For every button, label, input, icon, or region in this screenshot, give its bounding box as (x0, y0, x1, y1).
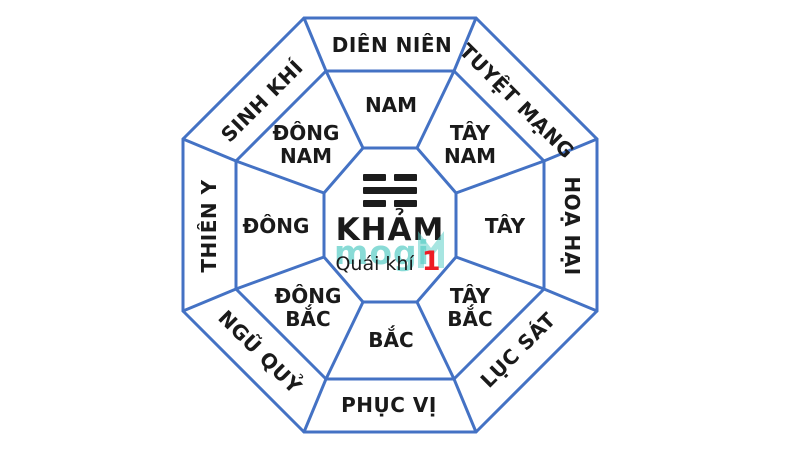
svg-text:TÂY: TÂY (450, 284, 491, 308)
inner-label-tay: TÂY (485, 214, 526, 238)
svg-text:ĐÔNG: ĐÔNG (273, 121, 340, 145)
outer-label-hoa-hai: HOẠ HẠI (560, 176, 584, 275)
svg-text:ĐÔNG: ĐÔNG (275, 284, 342, 308)
mogi-watermark-text: mogi (334, 233, 430, 272)
inner-label-dong-bac: ĐÔNG BẮC (275, 284, 342, 331)
inner-label-nam: NAM (365, 93, 417, 117)
inner-label-tay-nam: TÂY NAM (444, 121, 496, 168)
outer-label-dien-nien: DIÊN NIÊN (332, 33, 453, 57)
outer-label-phuc-vi: PHỤC VỊ (341, 393, 437, 417)
caption-label: Quái khí (335, 253, 414, 275)
outer-spokes (181, 16, 599, 434)
center-caption: Quái khí 1 (335, 246, 440, 277)
mogi-watermark: mogi (334, 231, 444, 272)
caption-number: 1 (422, 246, 441, 277)
inner-spokes (234, 69, 546, 381)
mogi-logo-icon (418, 231, 444, 268)
inner-label-tay-bac: TÂY BẮC (447, 284, 492, 331)
inner-label-dong: ĐÔNG (243, 214, 310, 238)
svg-text:NAM: NAM (280, 144, 332, 168)
inner-label-bac: BẮC (368, 326, 413, 352)
svg-text:TÂY: TÂY (450, 121, 491, 145)
kham-trigram-icon (363, 174, 417, 207)
outer-label-thien-y: THIÊN Y (197, 179, 221, 272)
inner-label-dong-nam: ĐÔNG NAM (273, 121, 340, 168)
svg-text:NAM: NAM (444, 144, 496, 168)
svg-text:BẮC: BẮC (447, 305, 492, 331)
svg-text:BẮC: BẮC (285, 305, 330, 331)
